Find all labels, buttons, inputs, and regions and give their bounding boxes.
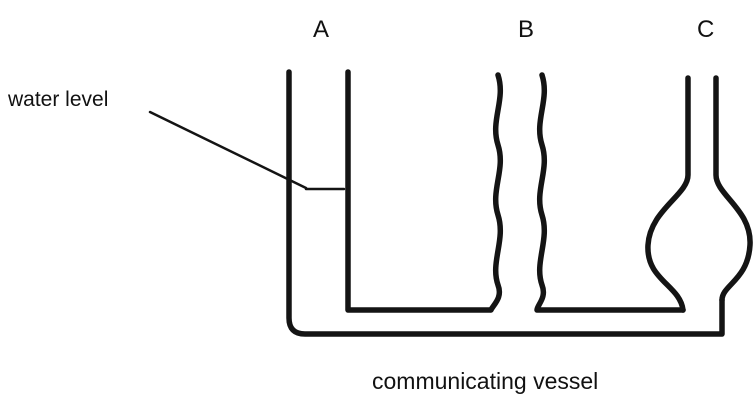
vessel-a-outer-wall bbox=[286, 69, 725, 337]
vessel-b-label: B bbox=[518, 16, 534, 43]
vessel-b-right-wall bbox=[534, 72, 686, 313]
vessel-c-left-wall bbox=[645, 75, 691, 313]
vessel-c-label: C bbox=[697, 16, 714, 43]
diagram-caption: communicating vessel bbox=[372, 368, 598, 394]
water-level-pointer-line bbox=[148, 110, 308, 190]
vessel-a-inner-wall bbox=[345, 69, 493, 313]
vessel-c-right-wall bbox=[713, 75, 753, 303]
vessel-b-left-wall bbox=[488, 72, 504, 313]
vessel-a-label: A bbox=[313, 16, 329, 43]
water-level-label: water level bbox=[7, 88, 108, 111]
